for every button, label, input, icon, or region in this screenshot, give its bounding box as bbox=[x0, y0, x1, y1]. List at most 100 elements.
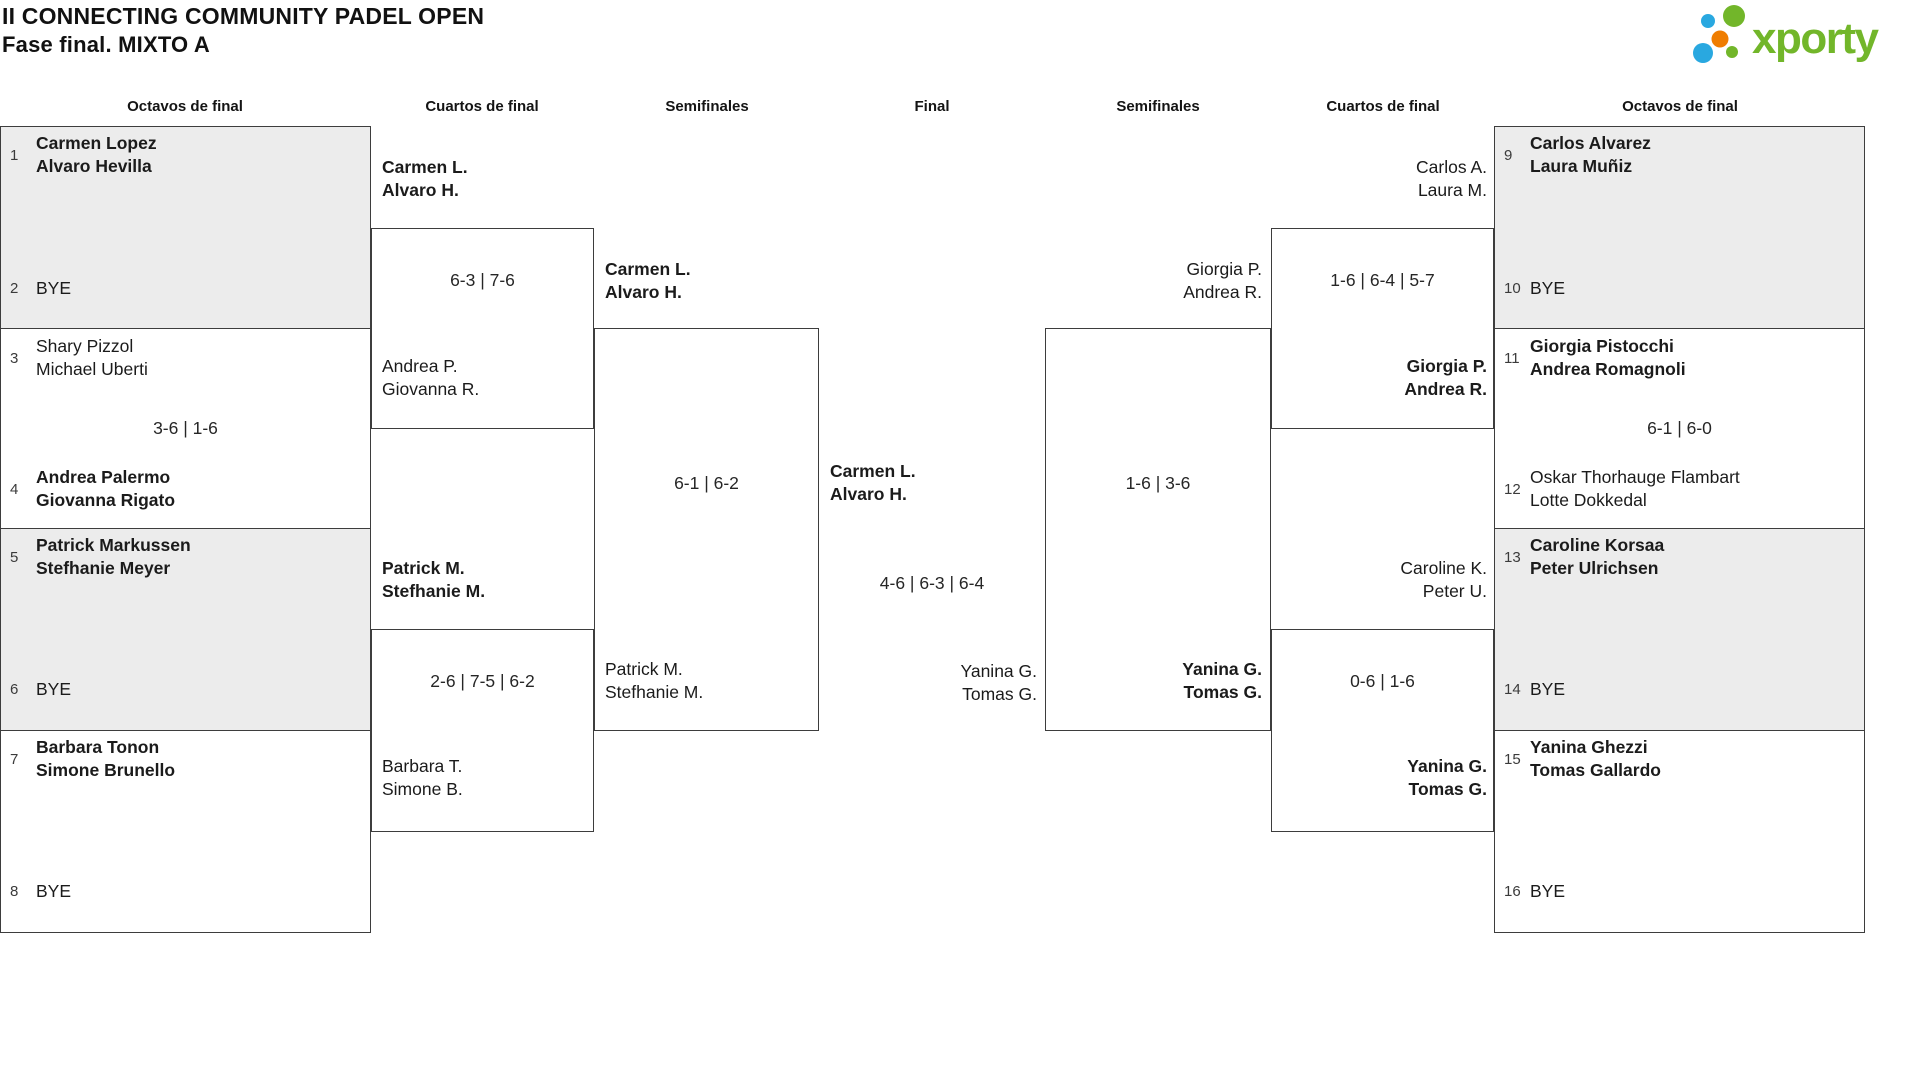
team-names: Carmen Lopez Alvaro Hevilla bbox=[36, 132, 157, 178]
qf-right-bottom-team: Caroline K. Peter U. bbox=[1287, 557, 1487, 603]
qf-right-bottom-score: 0-6 | 1-6 bbox=[1350, 671, 1415, 691]
sf-left-top-team: Carmen L. Alvaro H. bbox=[605, 258, 805, 304]
seed-number: 8 bbox=[10, 883, 19, 900]
player-name: Carmen L. bbox=[605, 259, 691, 279]
phase-subtitle: Fase final. MIXTO A bbox=[2, 32, 210, 57]
team-names: Barbara Tonon Simone Brunello bbox=[36, 736, 175, 782]
match-score-11-12: 6-1 | 6-0 bbox=[1647, 418, 1712, 438]
player-name: Barbara T. bbox=[382, 756, 463, 776]
player-name: Carlos A. bbox=[1416, 157, 1487, 177]
seed-number: 6 bbox=[10, 681, 19, 698]
team-row-seed4: 4 Andrea Palermo Giovanna Rigato bbox=[10, 466, 361, 512]
sf-right-score: 1-6 | 3-6 bbox=[1125, 473, 1191, 493]
team-row-seed10: 10 BYE bbox=[1504, 277, 1855, 300]
final-loser-team: Yanina G. Tomas G. bbox=[837, 660, 1037, 706]
seed-number: 13 bbox=[1504, 548, 1521, 566]
bye-label: BYE bbox=[36, 679, 72, 699]
team-names: Yanina Ghezzi Tomas Gallardo bbox=[1530, 736, 1661, 782]
player-name: Andrea R. bbox=[1404, 379, 1487, 399]
team-names: Giorgia Pistocchi Andrea Romagnoli bbox=[1530, 335, 1686, 381]
match-box-9-10 bbox=[1494, 126, 1865, 329]
player-name: Tomas G. bbox=[1183, 682, 1262, 702]
player-name: Stefhanie M. bbox=[605, 682, 704, 702]
player-name: Alvaro Hevilla bbox=[36, 156, 152, 176]
player-name: Carmen Lopez bbox=[36, 133, 157, 153]
player-name: Caroline K. bbox=[1400, 558, 1487, 578]
round-header-semis-right: Semifinales bbox=[1116, 98, 1200, 115]
player-name: Alvaro H. bbox=[830, 484, 907, 504]
player-name: Alvaro H. bbox=[382, 180, 459, 200]
team-row-seed3: 3 Shary Pizzol Michael Uberti bbox=[10, 335, 361, 381]
match-box-13-14 bbox=[1494, 528, 1865, 731]
player-name: Stefhanie Meyer bbox=[36, 558, 171, 578]
round-header-octavos-right: Octavos de final bbox=[1622, 98, 1738, 115]
player-name: Simone Brunello bbox=[36, 760, 176, 780]
round-header-octavos-left: Octavos de final bbox=[127, 98, 243, 115]
seed-number: 5 bbox=[10, 548, 19, 566]
round-header-cuartos-left: Cuartos de final bbox=[425, 98, 539, 115]
team-names: BYE bbox=[36, 880, 71, 903]
team-names: BYE bbox=[36, 277, 71, 300]
player-name: Andrea Romagnoli bbox=[1530, 359, 1686, 379]
xporty-logo-text: xporty bbox=[1752, 14, 1879, 63]
team-row-seed11: 11 Giorgia Pistocchi Andrea Romagnoli bbox=[1504, 335, 1855, 381]
player-name: Yanina Ghezzi bbox=[1530, 737, 1648, 757]
bye-label: BYE bbox=[1530, 278, 1566, 298]
player-name: Carmen L. bbox=[382, 157, 468, 177]
player-name: Patrick Markussen bbox=[36, 535, 191, 555]
qf-left-bottom-score: 2-6 | 7-5 | 6-2 bbox=[430, 671, 535, 691]
player-name: Patrick M. bbox=[605, 659, 683, 679]
player-name: Andrea Palermo bbox=[36, 467, 171, 487]
team-row-seed6: 6 BYE bbox=[10, 678, 361, 701]
team-names: Shary Pizzol Michael Uberti bbox=[36, 335, 148, 381]
player-name: Patrick M. bbox=[382, 558, 465, 578]
seed-number: 3 bbox=[10, 349, 19, 367]
player-name: Yanina G. bbox=[960, 661, 1037, 681]
team-row-seed1: 1 Carmen Lopez Alvaro Hevilla bbox=[10, 132, 361, 178]
qf-right-top-team: Carlos A. Laura M. bbox=[1287, 156, 1487, 202]
qf-right-top-score: 1-6 | 6-4 | 5-7 bbox=[1330, 270, 1435, 290]
player-name: Tomas G. bbox=[1408, 779, 1487, 799]
team-names: Carlos Alvarez Laura Muñiz bbox=[1530, 132, 1651, 178]
match-box-3-4 bbox=[0, 328, 371, 529]
seed-number: 9 bbox=[1504, 146, 1513, 164]
player-name: Shary Pizzol bbox=[36, 336, 134, 356]
player-name: Peter Ulrichsen bbox=[1530, 558, 1659, 578]
seed-number: 7 bbox=[10, 750, 19, 768]
sf-right-bottom-team: Yanina G. Tomas G. bbox=[1062, 658, 1262, 704]
player-name: Peter U. bbox=[1422, 581, 1487, 601]
player-name: Andrea P. bbox=[382, 356, 458, 376]
player-name: Oskar Thorhauge Flambart bbox=[1530, 467, 1740, 487]
team-row-seed2: 2 BYE bbox=[10, 277, 361, 300]
round-header-final: Final bbox=[914, 98, 950, 115]
team-row-seed7: 7 Barbara Tonon Simone Brunello bbox=[10, 736, 361, 782]
team-names: Patrick Markussen Stefhanie Meyer bbox=[36, 534, 191, 580]
qf-left-bottom-team: Patrick M. Stefhanie M. bbox=[382, 557, 582, 603]
player-name: Caroline Korsaa bbox=[1530, 535, 1665, 555]
team-names: BYE bbox=[1530, 277, 1565, 300]
quarterfinal-box-left-top bbox=[371, 228, 594, 429]
team-row-seed9: 9 Carlos Alvarez Laura Muñiz bbox=[1504, 132, 1855, 178]
final-winner-team: Carmen L. Alvaro H. bbox=[830, 460, 1030, 506]
team-names: BYE bbox=[1530, 880, 1565, 903]
semifinal-box-right bbox=[1045, 328, 1271, 731]
player-name: Giovanna R. bbox=[382, 379, 480, 399]
team-row-seed5: 5 Patrick Markussen Stefhanie Meyer bbox=[10, 534, 361, 580]
sf-left-bottom-team: Patrick M. Stefhanie M. bbox=[605, 658, 805, 704]
bye-label: BYE bbox=[36, 881, 72, 901]
team-row-seed15: 15 Yanina Ghezzi Tomas Gallardo bbox=[1504, 736, 1855, 782]
team-row-seed14: 14 BYE bbox=[1504, 678, 1855, 701]
team-names: BYE bbox=[1530, 678, 1565, 701]
quarterfinal-box-right-top bbox=[1271, 228, 1494, 429]
qf-left-top-team: Carmen L. Alvaro H. bbox=[382, 156, 582, 202]
qf-left-top-score: 6-3 | 7-6 bbox=[450, 270, 515, 290]
match-box-7-8 bbox=[0, 730, 371, 933]
player-name: Laura M. bbox=[1417, 180, 1487, 200]
final-score: 4-6 | 6-3 | 6-4 bbox=[879, 573, 985, 593]
match-box-15-16 bbox=[1494, 730, 1865, 933]
player-name: Tomas G. bbox=[962, 684, 1037, 704]
qf-right-bottom-bottom-team: Yanina G. Tomas G. bbox=[1287, 755, 1487, 801]
player-name: Michael Uberti bbox=[36, 359, 148, 379]
player-name: Tomas Gallardo bbox=[1530, 760, 1661, 780]
